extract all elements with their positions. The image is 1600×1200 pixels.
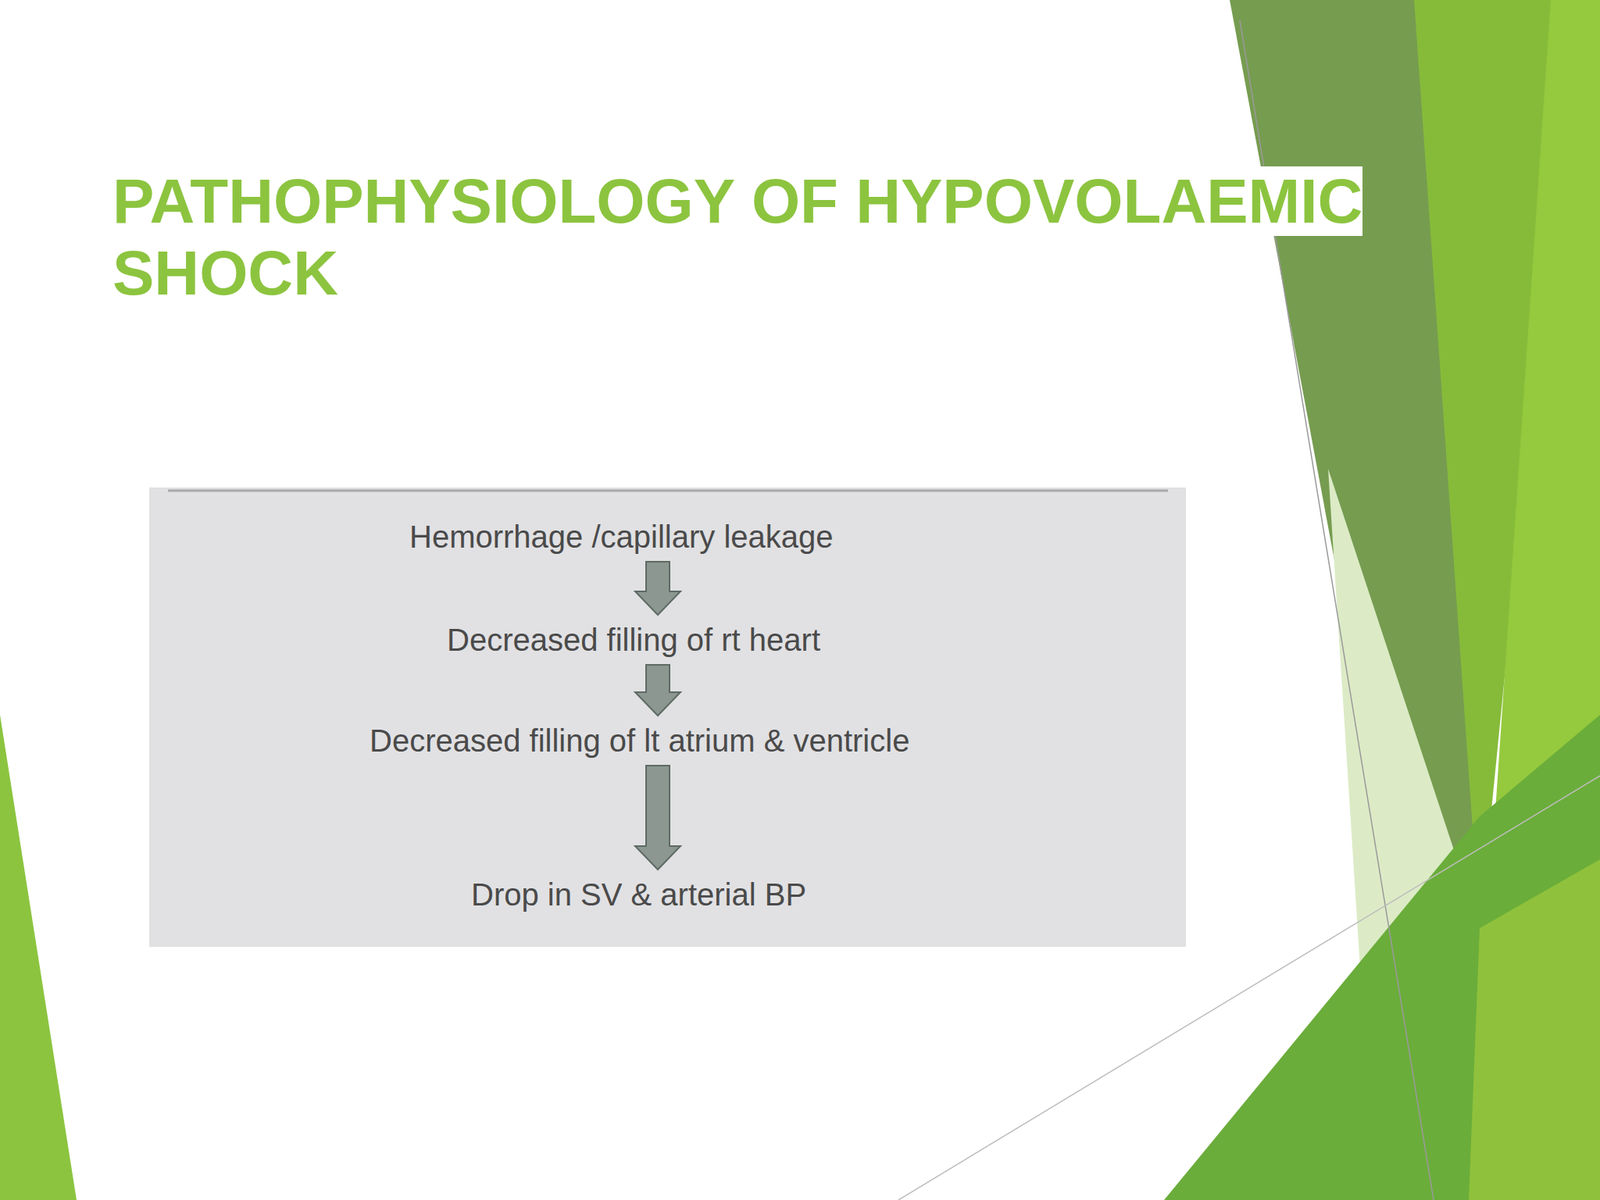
right-band [1468, 0, 1600, 1200]
step-text: Decreased filling of rt heart [446, 621, 821, 659]
title-box: PATHOPHYSIOLOGY OF HYPOVOLAEMIC SHOCK [112, 165, 1582, 310]
block-arrow [635, 561, 681, 615]
flow-panel [149, 487, 1186, 947]
step-text: Drop in SV & arterial BP [471, 875, 807, 914]
panel-rule [167, 489, 1168, 493]
step-text: Decreased filling of lt atrium & ventric… [369, 721, 910, 760]
slide-title: PATHOPHYSIOLOGY OF HYPOVOLAEMIC SHOCK [112, 166, 1363, 308]
bottom-lime [1468, 859, 1600, 1200]
flow-step: Drop in SV & arterial BP [463, 871, 815, 918]
flow-step: Hemorrhage /capillary leakage [401, 513, 842, 561]
flow-step: Decreased filling of rt heart [439, 616, 829, 664]
left-sliver [0, 714, 77, 1200]
block-arrow [635, 664, 681, 716]
step-text: Hemorrhage /capillary leakage [409, 517, 834, 556]
flow-step: Decreased filling of lt atrium & ventric… [361, 717, 918, 765]
bottom-wedge [1164, 714, 1600, 1200]
block-arrow [635, 765, 681, 870]
